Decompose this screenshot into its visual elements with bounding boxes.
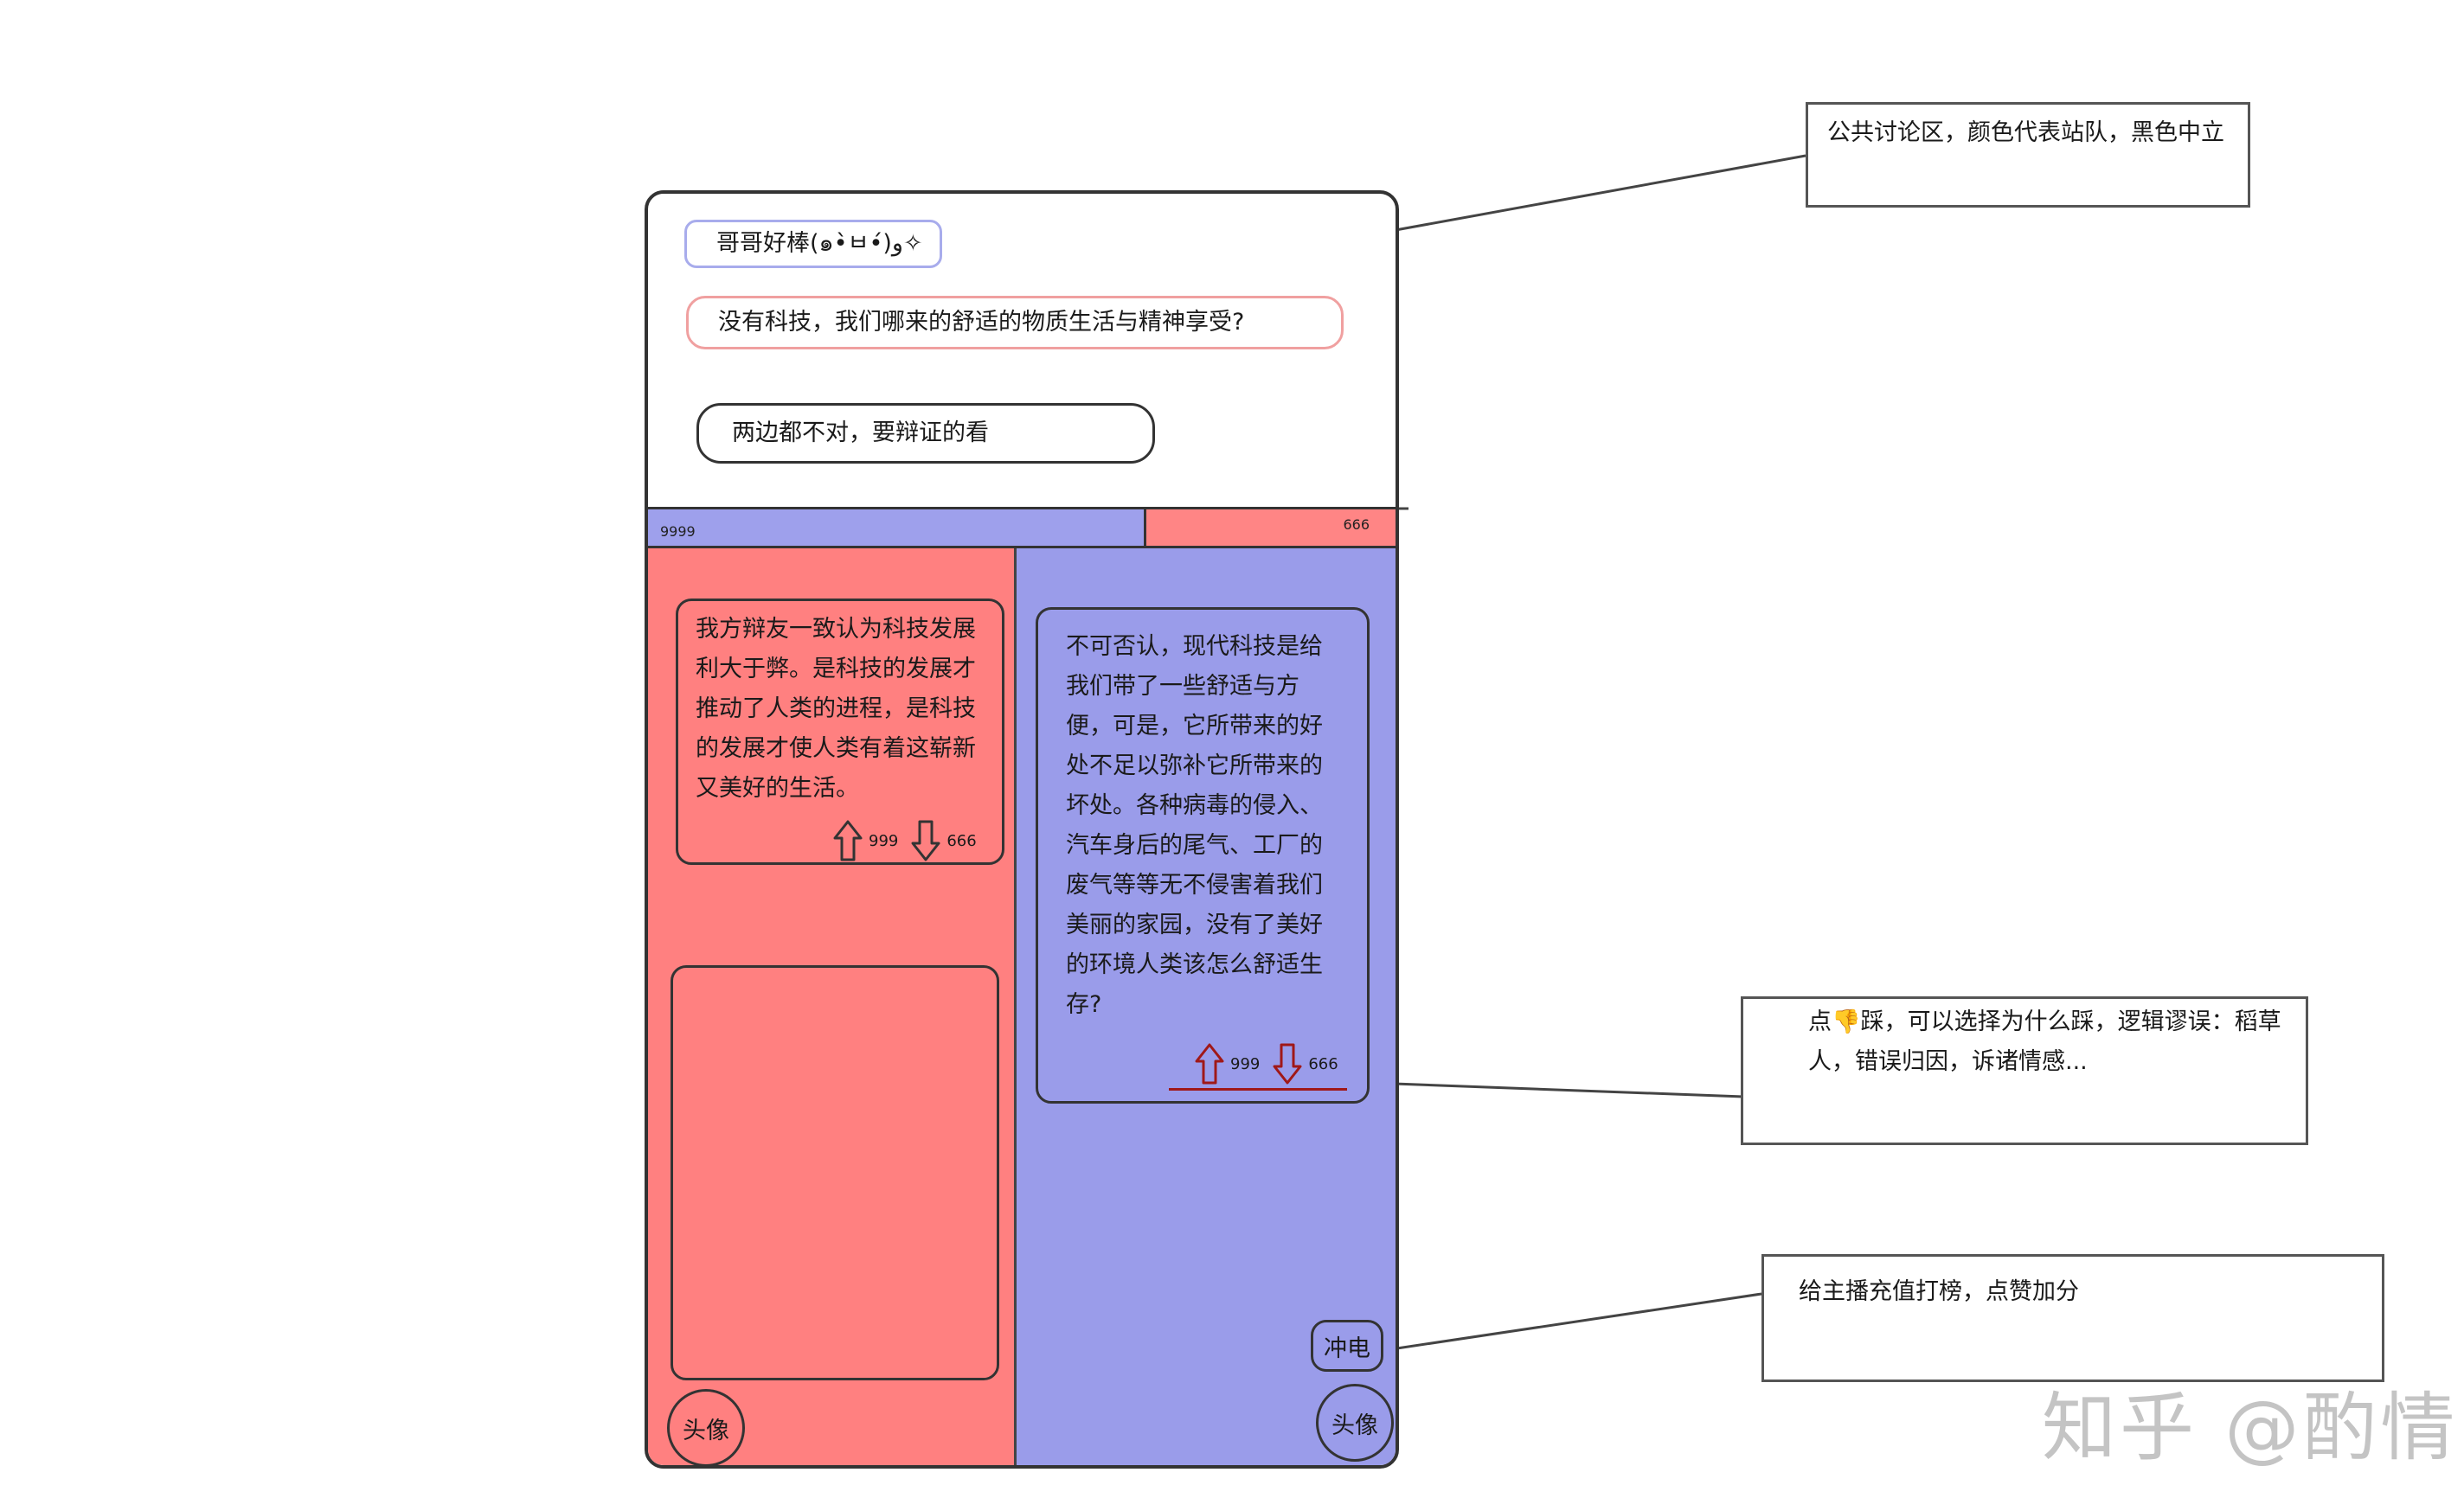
upvote-count: 999 — [1230, 1054, 1261, 1073]
downvote-count: 666 — [1308, 1054, 1338, 1073]
annotation-dislike: 点👎踩，可以选择为什么踩，逻辑谬误：稻草人，错误归因，诉诸情感... — [1741, 996, 2308, 1145]
vote-controls: 999 666 — [1194, 1042, 1345, 1085]
comment-bubble-red[interactable]: 没有科技，我们哪来的舒适的物质生活与精神享受? — [686, 296, 1344, 349]
annotation-text: 给主播充值打榜，点赞加分 — [1799, 1278, 2079, 1305]
comment-text: 哥哥好棒(๑•̀ㅂ•́)و✧ — [716, 229, 923, 257]
blue-score: 9999 — [660, 523, 696, 540]
comment-bubble-blue[interactable]: 哥哥好棒(๑•̀ㅂ•́)و✧ — [684, 220, 942, 268]
blue-team-panel: 不可否认，现代科技是给我们带了一些舒适与方便，可是，它所带来的好处不足以弥补它所… — [1017, 548, 1396, 1465]
avatar-button[interactable]: 头像 — [667, 1389, 745, 1465]
charge-label: 冲电 — [1324, 1335, 1370, 1362]
score-bar-blue: 9999 — [648, 509, 1146, 546]
downvote-arrow-icon[interactable] — [1272, 1042, 1303, 1085]
divider — [648, 546, 1396, 548]
downvote-count: 666 — [946, 831, 977, 850]
score-bar: 9999 666 — [648, 509, 1396, 546]
phone-mockup: 哥哥好棒(๑•̀ㅂ•́)و✧ 没有科技，我们哪来的舒适的物质生活与精神享受? 两… — [645, 190, 1399, 1469]
divider — [648, 507, 1396, 509]
connector-charge — [1390, 1292, 1762, 1351]
annotation-charge: 给主播充值打榜，点赞加分 — [1761, 1254, 2384, 1382]
argument-card-blue[interactable]: 不可否认，现代科技是给我们带了一些舒适与方便，可是，它所带来的好处不足以弥补它所… — [1036, 607, 1370, 1104]
upvote-arrow-icon[interactable] — [1194, 1042, 1225, 1085]
avatar-button[interactable]: 头像 — [1316, 1384, 1394, 1462]
avatar-label: 头像 — [683, 1417, 729, 1444]
vote-controls: 999 666 — [832, 819, 984, 862]
upvote-count: 999 — [869, 831, 899, 850]
avatar-label: 头像 — [1331, 1412, 1378, 1439]
comment-text: 没有科技，我们哪来的舒适的物质生活与精神享受? — [718, 308, 1245, 336]
argument-text: 我方辩友一致认为科技发展利大于弊。是科技的发展才推动了人类的进程，是科技的发展才… — [696, 616, 976, 802]
connector-public — [1366, 154, 1806, 237]
annotation-public-area: 公共讨论区，颜色代表站队，黑色中立 — [1806, 102, 2250, 208]
downvote-arrow-icon[interactable] — [910, 819, 941, 862]
argument-text: 不可否认，现代科技是给我们带了一些舒适与方便，可是，它所带来的好处不足以弥补它所… — [1066, 633, 1323, 1018]
argument-card-red[interactable]: 我方辩友一致认为科技发展利大于弊。是科技的发展才推动了人类的进程，是科技的发展才… — [676, 599, 1004, 865]
upvote-arrow-icon[interactable] — [832, 819, 863, 862]
score-bar-red: 666 — [1146, 509, 1396, 546]
annotation-text: 公共讨论区，颜色代表站队，黑色中立 — [1827, 119, 2224, 146]
red-score: 666 — [1343, 516, 1370, 533]
comment-bubble-neutral[interactable]: 两边都不对，要辩证的看 — [696, 403, 1155, 464]
charge-button[interactable]: 冲电 — [1311, 1320, 1383, 1372]
comment-text: 两边都不对，要辩证的看 — [732, 419, 989, 446]
annotation-text: 点👎踩，可以选择为什么踩，逻辑谬误：稻草人，错误归因，诉诸情感... — [1808, 1008, 2281, 1075]
downvote-underline — [1169, 1088, 1347, 1091]
watermark: 知乎 @酌情 — [2042, 1385, 2459, 1471]
argument-card-empty[interactable] — [671, 965, 999, 1380]
red-team-panel: 我方辩友一致认为科技发展利大于弊。是科技的发展才推动了人类的进程，是科技的发展才… — [648, 548, 1017, 1465]
